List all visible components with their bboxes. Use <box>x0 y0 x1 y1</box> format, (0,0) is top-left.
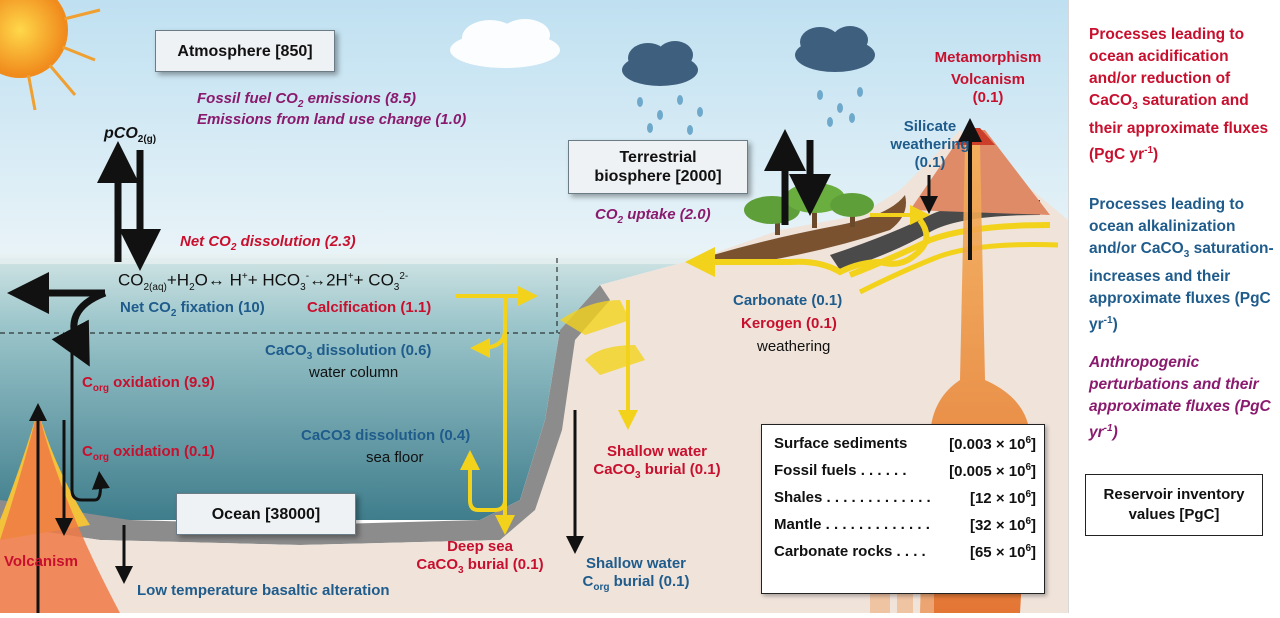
atmosphere-label: Atmosphere [850] <box>177 42 313 60</box>
legend-acidification: Processes leading to ocean acidification… <box>1089 26 1269 164</box>
carbonate-weathering-label: Carbonate (0.1) <box>733 292 843 309</box>
inventory-value: [32 × 106] <box>969 516 1036 534</box>
inventory-name: Fossil fuels . . . . . . <box>774 462 907 479</box>
inventory-value: [0.005 × 106] <box>949 462 1036 480</box>
inventory-name: Shales . . . . . . . . . . . . . <box>774 489 931 506</box>
cloud-icon <box>450 19 560 68</box>
weathering-label: weathering <box>757 338 831 355</box>
co2-uptake-label: CO2 uptake (2.0) <box>595 206 711 226</box>
legend-panel: Processes leading to ocean acidification… <box>1068 0 1280 613</box>
inventory-name: Mantle . . . . . . . . . . . . . <box>774 516 930 533</box>
corg-oxidation-1-label: Corg oxidation (9.9) <box>82 374 215 394</box>
ocean-label: Ocean [38000] <box>211 505 321 523</box>
magma-plume-left <box>0 410 120 613</box>
land-use-label: Emissions from land use change (1.0) <box>197 111 467 128</box>
inventory-row: Mantle . . . . . . . . . . . . . [32 × 10… <box>774 516 1036 534</box>
inventory-row: Surface sediments [0.003 × 106] <box>774 435 1036 453</box>
inventory-value: [65 × 106] <box>969 543 1036 561</box>
inventory-value: [0.003 × 106] <box>949 435 1036 453</box>
legend-alkalinization: Processes leading to ocean alkalinizatio… <box>1089 196 1274 334</box>
ocean <box>0 258 700 520</box>
fossil-fuel-label: Fossil fuel CO2 emissions (8.5) <box>197 90 416 110</box>
corg-oxidation-2-label: Corg oxidation (0.1) <box>82 443 215 463</box>
net-dissolution-label: Net CO2 dissolution (2.3) <box>180 233 356 253</box>
water-column-label: water column <box>309 364 399 381</box>
caco3-dissolution-wc-label: CaCO3 dissolution (0.6) <box>265 342 432 362</box>
kerogen-weathering-label: Kerogen (0.1) <box>741 315 837 332</box>
reservoir-inventory-table: Surface sediments [0.003 × 106] Fossil fue… <box>761 424 1045 594</box>
inventory-row: Fossil fuels . . . . . . [0.005 × 106] <box>774 462 1036 480</box>
inventory-value: [12 × 106] <box>969 489 1036 507</box>
pco2-label: pCO2(g) <box>104 125 157 146</box>
inventory-name: Carbonate rocks . . . . <box>774 543 926 560</box>
net-fixation-label: Net CO2 fixation (10) <box>120 299 265 319</box>
ocean-box: Ocean [38000] <box>176 493 356 535</box>
inventory-row: Carbonate rocks . . . . [65 × 106] <box>774 543 1036 561</box>
atmosphere-box: Atmosphere [850] <box>155 30 335 72</box>
sea-floor-label: sea floor <box>366 449 424 466</box>
carbonate-equation: CO2(aq)+H2O↔ H++ HCO3-↔2H++ CO32- <box>118 270 409 294</box>
yellow-flux-arrows <box>455 205 930 535</box>
raindrops <box>637 87 863 135</box>
sun-icon <box>0 0 101 111</box>
caco3-dissolution-sf-label: CaCO3 dissolution (0.4) <box>301 427 471 444</box>
volcanism-left-label: Volcanism <box>4 553 78 570</box>
legend-anthropogenic: Anthropogenic perturbations and their ap… <box>1089 354 1271 442</box>
inventory-name: Surface sediments <box>774 435 908 452</box>
calcification-label: Calcification (1.1) <box>307 299 432 316</box>
rain-cloud-icon <box>622 26 875 86</box>
black-flux-arrows <box>7 129 831 367</box>
low-temp-alteration-label: Low temperature basaltic alteration <box>137 582 390 599</box>
legend-reservoir-box: Reservoir inventory values [PgC] <box>1085 474 1263 536</box>
inventory-row: Shales . . . . . . . . . . . . . [12 × 10… <box>774 489 1036 507</box>
